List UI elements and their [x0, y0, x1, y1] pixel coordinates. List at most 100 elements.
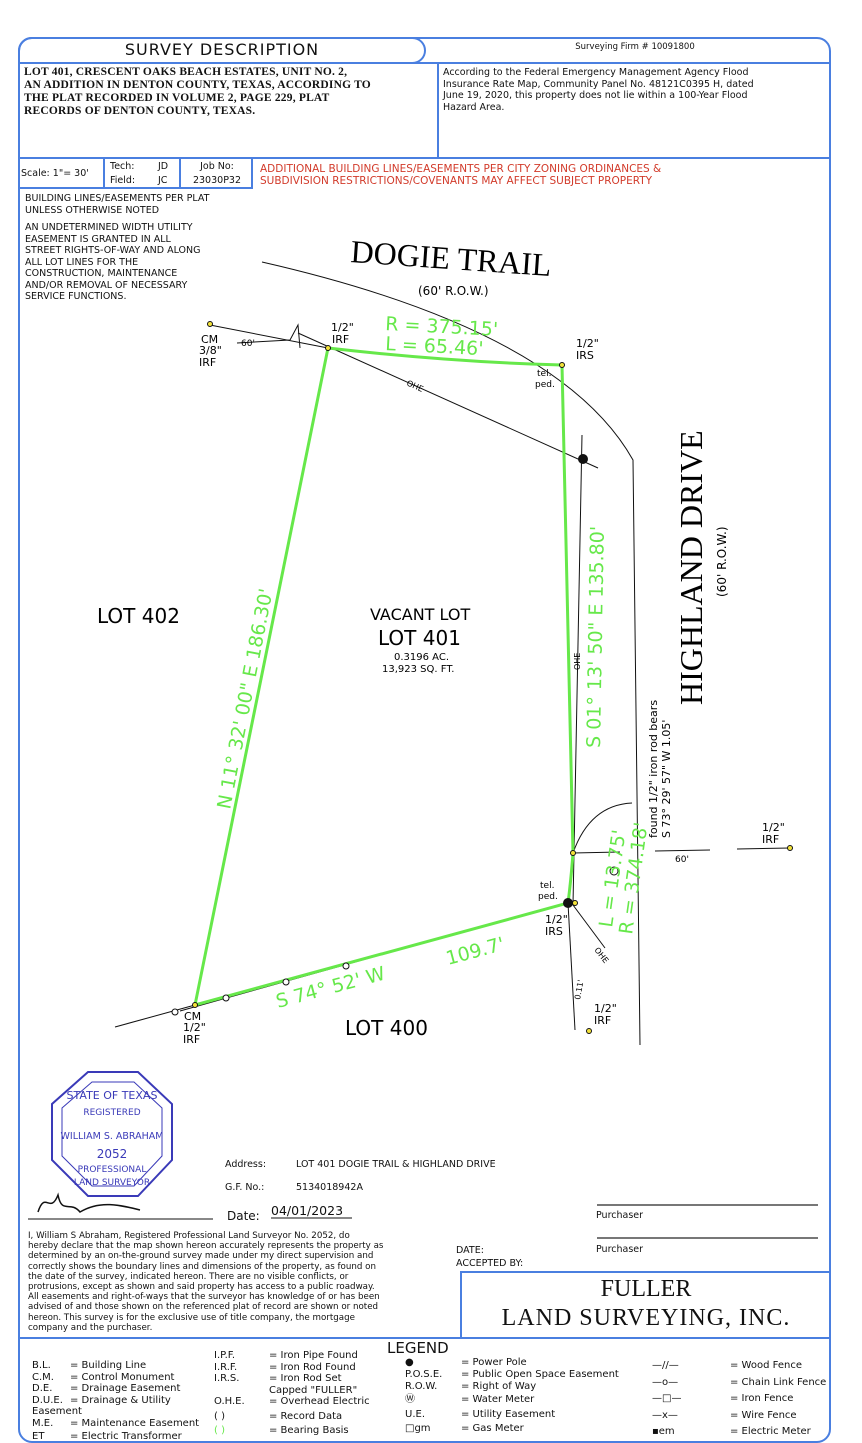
- firm-number: Surveying Firm # 10091800: [575, 42, 695, 52]
- note-line: UNLESS OTHERWISE NOTED: [25, 204, 160, 216]
- legend-meaning: = Maintenance Easement: [70, 1417, 200, 1429]
- lot-boundary: [193, 346, 575, 1008]
- note-line: AN UNDETERMINED WIDTH UTILITY: [25, 222, 193, 233]
- divider: [437, 62, 439, 159]
- statement-line: advised of and those shown on the refere…: [28, 1302, 379, 1313]
- legend-meaning: = Gas Meter: [461, 1423, 524, 1435]
- legend-meaning: = Iron Pipe Found: [269, 1350, 358, 1361]
- field-value: JC: [158, 175, 168, 186]
- cm-nw: CM: [201, 333, 218, 346]
- legend-abbr: P.O.S.E.: [405, 1369, 443, 1381]
- legend-meaning: = Water Meter: [461, 1393, 535, 1405]
- seal-professional: PROFESSIONAL: [78, 1165, 147, 1175]
- legend-item: U.E.= Utility Easement: [405, 1409, 619, 1421]
- square-feet: 13,923 SQ. FT.: [382, 664, 454, 675]
- tel-ped-ne: ped.: [535, 380, 555, 390]
- monument-marker: [787, 845, 793, 851]
- note-line: BUILDING LINES/EASEMENTS PER PLAT: [25, 193, 210, 204]
- company-name-sub: LAND SURVEYING, INC.: [501, 1305, 791, 1331]
- dimension-60-nw: 60': [241, 339, 255, 349]
- cm-nw: 3/8": [199, 344, 222, 357]
- west-bearing: N 11° 32' 00" E 186.30': [213, 587, 277, 811]
- scale: Scale: 1"= 30': [21, 168, 89, 179]
- lot-400-label: LOT 400: [345, 1016, 428, 1040]
- legend-meaning: = Iron Rod Found: [269, 1361, 356, 1373]
- date-label: Date:: [227, 1209, 260, 1223]
- vacant-label: VACANT LOT: [370, 605, 470, 624]
- legend-col-4: —//—= Wood Fence —o—= Chain Link Fence —…: [652, 1358, 826, 1441]
- south-offset: 0.11': [573, 979, 585, 1000]
- building-lines-note: BUILDING LINES/EASEMENTS PER PLAT UNLESS…: [25, 193, 209, 216]
- purchaser-label-2: Purchaser: [596, 1244, 644, 1255]
- seal-name: WILLIAM S. ABRAHAM: [61, 1131, 164, 1142]
- legend-abbr: I.R.S.: [214, 1373, 240, 1384]
- signature: [37, 1192, 141, 1213]
- legend-abbr: ( ): [214, 1410, 225, 1422]
- legend-item: D.U.E.= Drainage & Utility Easement: [32, 1395, 207, 1418]
- seal-registered: REGISTERED: [83, 1108, 140, 1118]
- south-distance: 109.7': [444, 933, 507, 970]
- note-line: EASEMENT IS GRANTED IN ALL: [25, 233, 171, 245]
- statement-line: I, William S Abraham, Registered Profess…: [28, 1231, 350, 1241]
- field-label: Field:: [110, 175, 136, 186]
- legend-meaning: = Drainage & Utility Easement: [32, 1394, 171, 1418]
- legend-item: —//—= Wood Fence: [652, 1358, 826, 1375]
- legend-meaning: = Wire Fence: [730, 1409, 797, 1421]
- survey-title: SURVEY DESCRIPTION: [124, 40, 320, 59]
- note-line: AND/OR REMOVAL OF NECESSARY: [25, 279, 188, 291]
- street-highland-drive: HIGHLAND DRIVE: [673, 430, 709, 705]
- statement-line: hereby declare that the map shown hereon…: [28, 1241, 384, 1252]
- legend-meaning: = Chain Link Fence: [730, 1376, 827, 1388]
- statement-line: company and the purchaser.: [28, 1322, 153, 1333]
- legend-item: O.H.E.= Overhead Electric: [214, 1396, 384, 1408]
- irs-se: IRS: [545, 925, 563, 938]
- zoning-warning: ADDITIONAL BUILDING LINES/EASEMENTS PER …: [260, 163, 661, 187]
- purchaser-label-1: Purchaser: [596, 1210, 644, 1221]
- irf-east: IRF: [762, 833, 779, 846]
- monument-marker: [325, 345, 331, 351]
- legend-abbr: M.E.: [32, 1417, 54, 1429]
- statement-line: the date of the survey, indicated hereon…: [28, 1271, 349, 1282]
- power-pole: [563, 898, 573, 908]
- address-label: Address:: [225, 1159, 267, 1170]
- warning-line: ADDITIONAL BUILDING LINES/EASEMENTS PER …: [260, 163, 662, 175]
- statement-line: correctly shows the boundary lines and d…: [28, 1261, 376, 1272]
- legend-item: ▪em= Electric Meter: [652, 1424, 826, 1441]
- legend-col-3: ●= Power Pole P.O.S.E.= Public Open Spac…: [405, 1357, 619, 1435]
- lot-line-sw: [114, 1004, 196, 1028]
- irf-nw: 1/2": [331, 321, 354, 334]
- legend-abbr: I.R.F.: [214, 1361, 238, 1373]
- legend-meaning: = Power Pole: [461, 1357, 527, 1368]
- dimension-60-east: 60': [675, 855, 689, 865]
- address: LOT 401 DOGIE TRAIL & HIGHLAND DRIVE: [296, 1159, 496, 1170]
- found-note: found 1/2" iron rod bears: [647, 700, 660, 838]
- fence-post: [222, 994, 230, 1002]
- legend-item: B.L.= Building Line: [32, 1360, 207, 1372]
- legend-item: —o—= Chain Link Fence: [652, 1375, 826, 1392]
- outer-frame: [18, 37, 831, 1443]
- highland-row: (60' R.O.W.): [715, 526, 729, 597]
- note-line: ALL LOT LINES FOR THE: [25, 256, 139, 268]
- ohe-line: [297, 332, 599, 469]
- water-meter-icon: [609, 866, 619, 876]
- legend-meaning: = Building Line: [70, 1360, 147, 1371]
- legend-item: R.O.W.= Right of Way: [405, 1381, 619, 1393]
- legend-item: C.M.= Control Monument: [32, 1372, 207, 1384]
- dogie-row: (60' R.O.W.): [418, 284, 489, 298]
- legend-item: ( )= Record Data: [214, 1411, 384, 1423]
- flood-line: According to the Federal Emergency Manag…: [443, 67, 749, 78]
- legend-meaning: = Wood Fence: [730, 1360, 802, 1371]
- line-south-east: [567, 902, 576, 1031]
- legend-item: ● = Power Pole: [405, 1357, 619, 1369]
- tel-ped-se: ped.: [538, 892, 558, 902]
- legend-item: I.P.F.= Iron Pipe Found: [214, 1350, 384, 1362]
- fence-post: [171, 1008, 179, 1016]
- legend-meaning: = Drainage Easement: [70, 1383, 181, 1394]
- irf-south: IRF: [594, 1014, 611, 1027]
- legal-line: LOT 401, CRESCENT OAKS BEACH ESTATES, UN…: [24, 66, 348, 78]
- lot-line-nw: [209, 324, 329, 349]
- flood-line: Insurance Rate Map, Community Panel No. …: [443, 78, 754, 90]
- legal-description: LOT 401, CRESCENT OAKS BEACH ESTATES, UN…: [24, 66, 371, 118]
- legend-item: □gm= Gas Meter: [405, 1423, 619, 1435]
- power-pole-icon: ●: [405, 1357, 414, 1368]
